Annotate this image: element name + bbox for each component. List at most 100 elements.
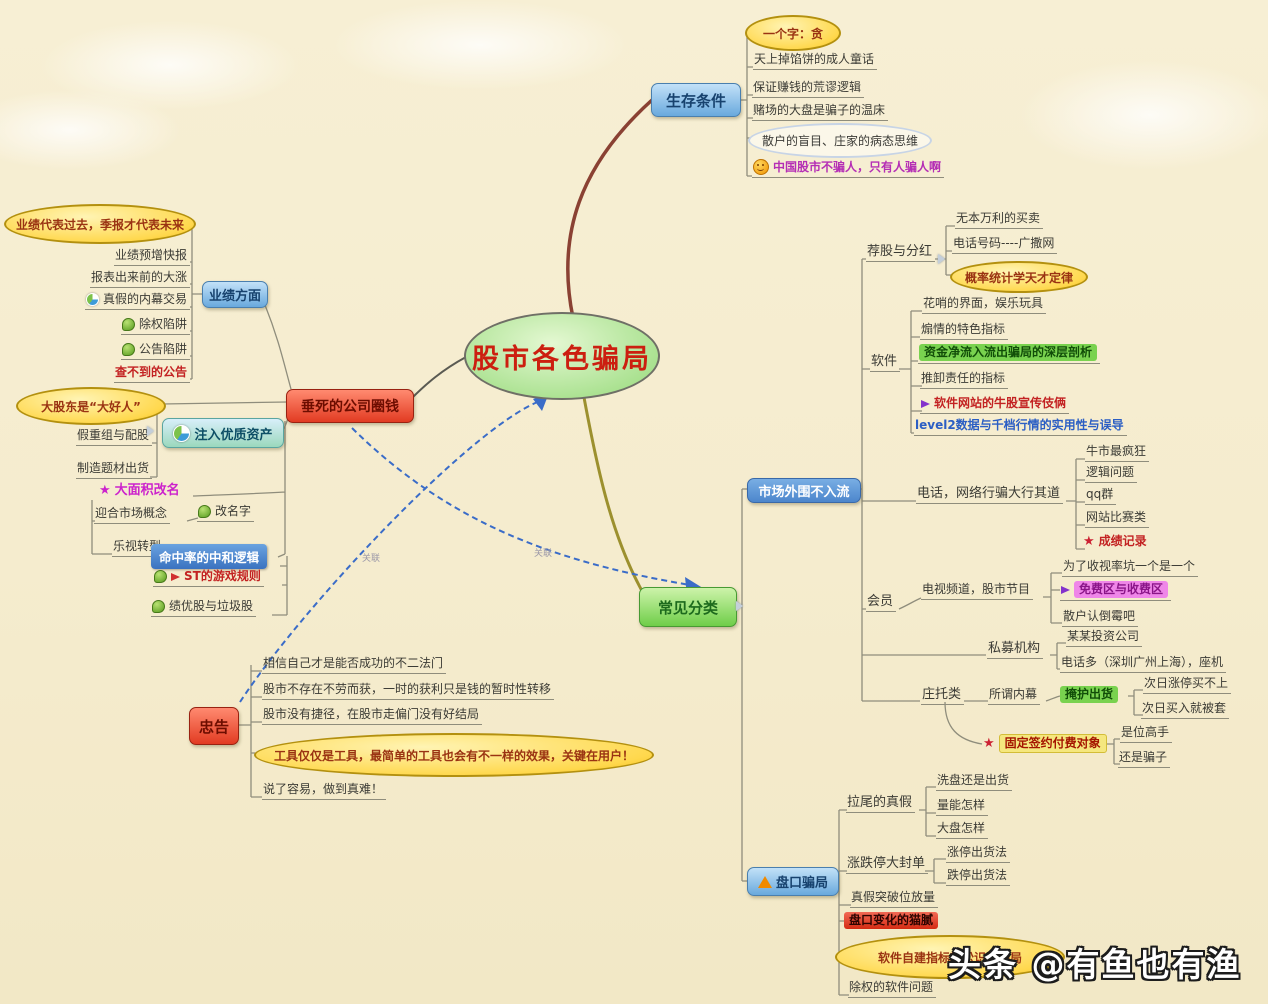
collapse-arrow-icon[interactable] [736,601,743,611]
flag-icon [171,572,180,581]
survival-blind-mindset[interactable]: 散户的盲目、庄家的病态思维 [748,123,932,158]
phone-track-record[interactable]: 成绩记录 [1082,534,1150,551]
watermark: 头条 @有鱼也有渔 [948,945,1242,984]
warning-icon [757,875,772,888]
neutral-junk-stocks[interactable]: 绩优股与垃圾股 [151,599,257,617]
software-blame-indicator[interactable]: 推卸责任的指标 [920,371,1009,389]
survival-greed[interactable]: 一个字：贪 [745,15,841,51]
rename-market-concept[interactable]: 迎合市场概念 [94,506,171,524]
phone-bull-market[interactable]: 牛市最疯狂 [1085,444,1150,462]
advice-motto[interactable]: 工具仅仅是工具，最简单的工具也会有不一样的效果，关键在用户！ [254,733,654,777]
performance-missing-label: 查不到的公告 [114,365,187,379]
performance-flash-report[interactable]: 业绩预增快报 [113,248,190,266]
phone-qq-group[interactable]: qq群 [1085,487,1117,505]
topic-common-categories[interactable]: 常见分类 [639,587,737,627]
topic-market-periphery[interactable]: 市场外围不入流 [747,478,861,503]
tips-phonebook[interactable]: 电话号码----广撒网 [952,236,1058,254]
performance-insider-trading[interactable]: 真假的内幕交易 [84,292,190,310]
topic-limit-orders[interactable]: 涨跌停大封单 [846,856,929,874]
tips-free-profit[interactable]: 无本万利的买卖 [955,211,1044,229]
phone-logic[interactable]: 逻辑问题 [1085,465,1138,483]
rename-new-name-label: 改名字 [215,504,252,518]
topic-survival[interactable]: 生存条件 [651,83,741,117]
performance-notice-trap[interactable]: 公告陷阱 [120,342,190,360]
dying-fake-restructure[interactable]: 假重组与配股 [75,428,152,446]
relation-label: 关联 [362,554,381,564]
topic-private-fund[interactable]: 私募机构 [987,641,1044,659]
survival-logic[interactable]: 保证赚钱的荒谬逻辑 [752,80,865,98]
advice-easy-said[interactable]: 说了容易，做到真难！ [262,782,387,800]
collapse-arrow-icon[interactable] [147,426,154,436]
software-ads-label: 软件网站的牛股宣传伎俩 [934,396,1067,410]
limit-down-dump[interactable]: 跌停出货法 [946,868,1011,886]
dying-motto[interactable]: 大股东是“大好人” [16,387,166,425]
topic-membership[interactable]: 会员 [866,594,897,612]
shill-master[interactable]: 是位高手 [1120,725,1173,743]
performance-pre-report-surge[interactable]: 报表出来前的大涨 [89,270,190,288]
neutral-st-rules[interactable]: ST的游戏规则 [153,569,264,587]
software-money-flow[interactable]: 资金净流入流出骗局的深层剖析 [918,344,1101,364]
topic-tape-scam[interactable]: 盘口骗局 [747,867,839,896]
tape-motto[interactable]: 软件自建指标轻松识别骗局 [835,935,1065,979]
member-bad-luck[interactable]: 散户认倒霉吧 [1062,609,1139,627]
tail-volume[interactable]: 量能怎样 [936,798,989,816]
software-fancy-ui[interactable]: 花哨的界面，娱乐玩具 [922,296,1047,314]
topic-inject-assets[interactable]: 注入优质资产 [162,418,284,448]
shill-fixed-target-label: 固定签约付费对象 [998,734,1107,753]
survival-casino[interactable]: 赌场的大盘是骗子的温床 [752,103,889,121]
tail-wash-or-dump[interactable]: 洗盘还是出货 [936,773,1013,791]
leaf-icon [154,570,167,583]
private-company[interactable]: 某某投资公司 [1066,629,1143,647]
member-zones[interactable]: 免费区与收费区 [1060,581,1172,601]
rename-new-name[interactable]: 改名字 [197,504,255,522]
advice-no-shortcut[interactable]: 股市没有捷径，在股市走偏门没有好结局 [262,707,483,725]
software-indicator[interactable]: 煽情的特色指标 [920,322,1009,340]
advice-no-free-lunch[interactable]: 股市不存在不劳而获，一时的获利只是钱的暂时性转移 [262,682,555,700]
topic-stock-tips[interactable]: 荐股与分红 [866,244,936,262]
background-cloud [1020,60,1268,170]
shill-trapped[interactable]: 次日买入就被套 [1141,701,1230,719]
rename-transform[interactable]: 乐视转型 [112,539,165,557]
topic-hit-rate-logic[interactable]: 命中率的中和逻辑 [151,544,268,569]
survival-quote[interactable]: 中国股市不骗人，只有人骗人啊 [752,159,945,178]
topic-dying-company[interactable]: 垂死的公司圈钱 [286,389,414,423]
cup-icon [85,293,99,306]
member-zones-label: 免费区与收费区 [1074,581,1169,598]
shill-fixed-target[interactable]: 固定签约付费对象 [982,734,1110,755]
tape-breakout-volume[interactable]: 真假突破位放量 [850,890,939,908]
topic-phone-internet[interactable]: 电话，网络行骗大行其道 [916,486,1064,504]
private-phones[interactable]: 电话多（深圳广州上海），座机 [1060,655,1227,673]
advice-believe-yourself[interactable]: 相信自己才是能否成功的不二法门 [262,656,447,674]
survival-fairy-tale[interactable]: 天上掉馅饼的成人童话 [753,52,878,70]
tape-trick[interactable]: 盘口变化的猫腻 [843,912,941,931]
collapse-arrow-icon[interactable] [938,254,945,264]
tips-probability-law[interactable]: 概率统计学天才定律 [950,261,1088,293]
topic-tail-pull[interactable]: 拉尾的真假 [846,795,916,813]
topic-advice[interactable]: 忠告 [189,707,239,745]
shill-swindler[interactable]: 还是骗子 [1118,750,1171,768]
topic-software[interactable]: 软件 [870,354,901,372]
topic-shill[interactable]: 庄托类 [921,687,965,705]
phone-contest-site[interactable]: 网站比赛类 [1085,510,1150,528]
performance-exright-trap[interactable]: 除权陷阱 [120,317,190,335]
shill-insider-info[interactable]: 所谓内幕 [988,687,1041,705]
member-tv-channel[interactable]: 电视频道，股市节目 [921,582,1034,600]
limit-up-dump[interactable]: 涨停出货法 [946,845,1011,863]
rename-title[interactable]: 大面积改名 [98,483,183,500]
topic-performance[interactable]: 业绩方面 [202,281,268,308]
software-ads[interactable]: 软件网站的牛股宣传伎俩 [920,396,1070,414]
tail-market[interactable]: 大盘怎样 [936,821,989,839]
software-level2[interactable]: level2数据与千档行情的实用性与误导 [914,418,1127,436]
survival-quote-label: 中国股市不骗人，只有人骗人啊 [773,159,942,174]
dying-theme-dump[interactable]: 制造题材出货 [75,461,152,479]
member-ratings[interactable]: 为了收视率坑一个是一个 [1062,559,1199,577]
shill-cover-dump[interactable]: 掩护出货 [1059,686,1121,705]
performance-motto[interactable]: 业绩代表过去，季报才代表未来 [4,204,196,244]
tape-exright-issue[interactable]: 除权的软件问题 [848,980,937,998]
performance-missing-notice[interactable]: 查不到的公告 [113,365,190,383]
star-icon [983,737,995,750]
central-topic[interactable]: 股市各色骗局 [464,312,660,400]
shill-limit-up[interactable]: 次日涨停买不上 [1143,676,1232,694]
pie-chart-icon [173,424,191,442]
